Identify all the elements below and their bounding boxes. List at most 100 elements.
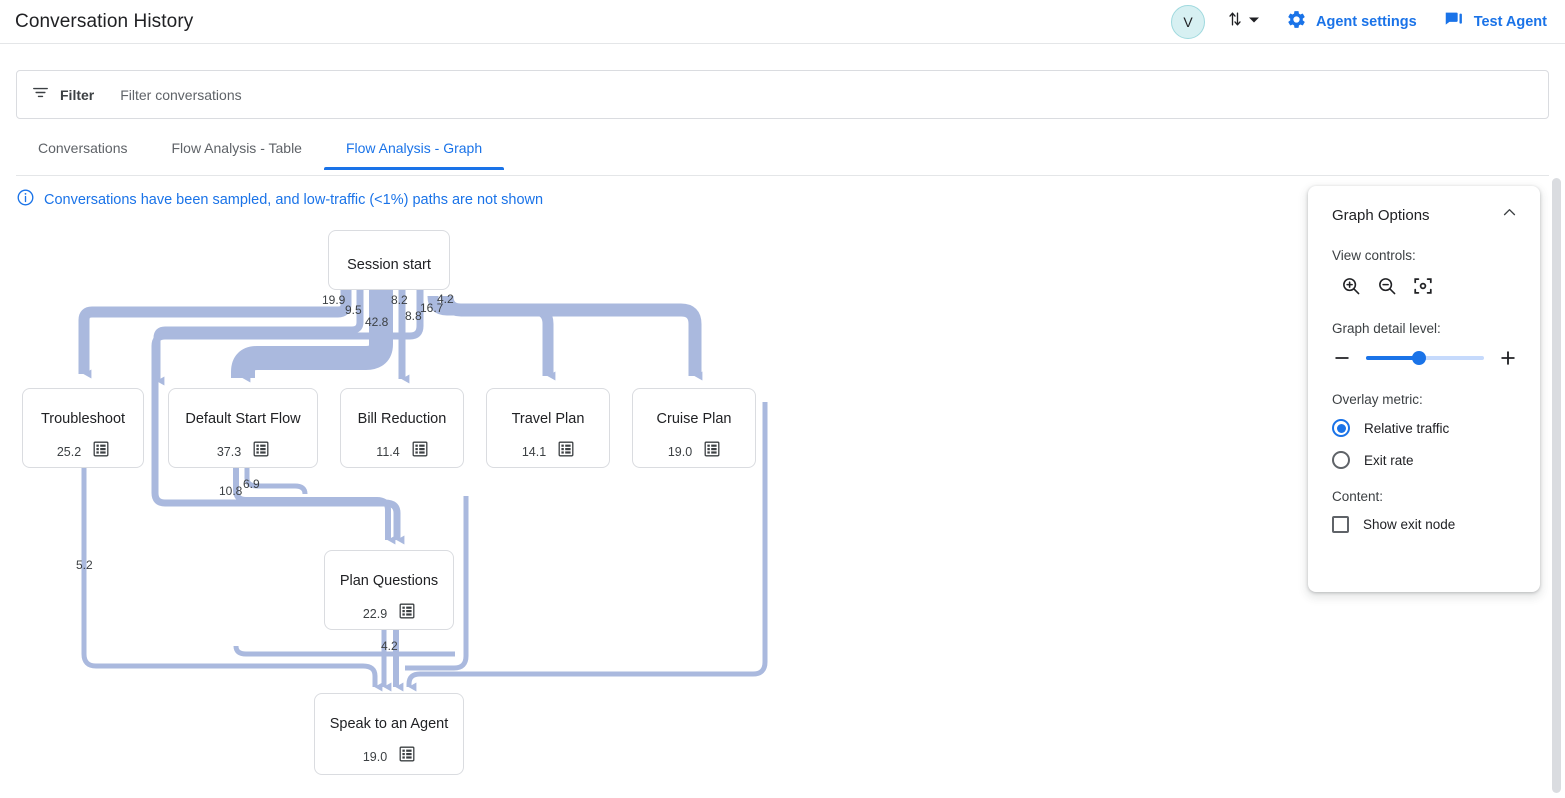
- list-table-icon[interactable]: [399, 603, 415, 624]
- list-table-icon[interactable]: [93, 441, 109, 462]
- node-label: Cruise Plan: [656, 411, 732, 427]
- radio-label: Exit rate: [1364, 452, 1414, 468]
- node-label: Travel Plan: [511, 411, 585, 427]
- list-table-icon[interactable]: [558, 441, 574, 462]
- graph-node-plan-questions[interactable]: Plan Questions 22.9: [324, 550, 454, 630]
- chat-bubble-icon: [1443, 9, 1465, 35]
- center-focus-icon[interactable]: [1412, 275, 1434, 297]
- view-controls-group: [1332, 275, 1518, 297]
- graph-node-troubleshoot[interactable]: Troubleshoot 25.2: [22, 388, 144, 468]
- node-value: 37.3: [216, 444, 242, 459]
- graph-options-title: Graph Options: [1332, 206, 1430, 224]
- graph-options-header[interactable]: Graph Options: [1332, 204, 1518, 226]
- node-value: 11.4: [376, 444, 400, 459]
- node-label: Bill Reduction: [357, 411, 447, 427]
- test-agent-button[interactable]: Test Agent: [1443, 9, 1547, 35]
- edge-label: 9.5: [345, 303, 362, 317]
- list-table-icon[interactable]: [253, 441, 269, 462]
- minus-icon[interactable]: [1332, 348, 1352, 368]
- graph-node-speak-to-an-agent[interactable]: Speak to an Agent 19.0: [314, 693, 464, 775]
- graph-node-session-start[interactable]: Session start: [328, 230, 450, 290]
- node-meta: 37.3: [217, 441, 269, 462]
- avatar-initial: V: [1183, 13, 1193, 30]
- node-meta: 19.0: [668, 441, 720, 462]
- edge-label: 16.7: [420, 301, 444, 315]
- radio-relative-traffic[interactable]: Relative traffic: [1332, 419, 1518, 437]
- node-value: 19.0: [362, 749, 388, 764]
- graph-detail-level-label: Graph detail level:: [1332, 321, 1441, 336]
- content-label: Content:: [1332, 489, 1384, 504]
- node-meta: 22.9: [363, 603, 415, 624]
- top-bar-actions: V Agent settings: [1170, 0, 1565, 43]
- node-value: 22.9: [362, 606, 388, 621]
- list-table-icon[interactable]: [399, 746, 415, 767]
- agent-settings-label: Agent settings: [1315, 13, 1417, 30]
- top-bar: Conversation History V Agent settings: [0, 0, 1565, 44]
- zoom-in-icon[interactable]: [1340, 275, 1362, 297]
- tab-flow-analysis-table[interactable]: Flow Analysis - Table: [171, 140, 302, 156]
- info-icon: [16, 188, 35, 211]
- list-table-icon[interactable]: [704, 441, 720, 462]
- graph-node-cruise-plan[interactable]: Cruise Plan 19.0: [632, 388, 756, 468]
- node-label: Session start: [347, 257, 431, 273]
- node-value: 14.1: [521, 444, 547, 459]
- slider-thumb[interactable]: [1412, 351, 1427, 365]
- tab-flow-analysis-graph[interactable]: Flow Analysis - Graph: [323, 132, 505, 170]
- checkbox-show-exit-node[interactable]: Show exit node: [1332, 516, 1518, 533]
- filter-bar[interactable]: Filter: [16, 70, 1549, 119]
- checkbox-icon[interactable]: [1332, 516, 1349, 533]
- tab-bar: Conversations Flow Analysis - Table Flow…: [16, 132, 1549, 176]
- overlay-metric-label: Overlay metric:: [1332, 392, 1423, 407]
- radio-label: Relative traffic: [1364, 420, 1450, 436]
- edge-label: 8.8: [405, 309, 422, 323]
- graph-detail-slider-row: [1332, 348, 1518, 368]
- plus-icon[interactable]: [1498, 348, 1518, 368]
- edge-label: 42.8: [365, 315, 389, 329]
- edge-label: 4.2: [437, 292, 454, 306]
- node-label: Troubleshoot: [40, 411, 126, 427]
- flow-edges: [78, 290, 768, 692]
- graph-detail-slider[interactable]: [1366, 351, 1484, 365]
- sort-arrows-icon: [1225, 9, 1245, 34]
- sampling-notice: Conversations have been sampled, and low…: [16, 188, 543, 211]
- node-meta: 11.4: [376, 441, 428, 462]
- filter-icon: [31, 83, 50, 107]
- graph-node-default-start-flow[interactable]: Default Start Flow 37.3: [168, 388, 318, 468]
- radio-exit-rate[interactable]: Exit rate: [1332, 451, 1518, 469]
- node-meta: 14.1: [522, 441, 574, 462]
- flow-graph-canvas[interactable]: Session start Troubleshoot 25.2 Default …: [0, 176, 1540, 798]
- zoom-out-icon[interactable]: [1376, 275, 1398, 297]
- radio-button-icon[interactable]: [1332, 451, 1350, 469]
- edge-label: 5.2: [76, 558, 93, 572]
- edge-label: 8.2: [391, 293, 408, 307]
- avatar[interactable]: V: [1170, 4, 1205, 39]
- node-value: 19.0: [667, 444, 693, 459]
- node-meta: 25.2: [57, 441, 109, 462]
- sampling-notice-text: Conversations have been sampled, and low…: [44, 191, 544, 208]
- list-table-icon[interactable]: [412, 441, 428, 462]
- vertical-scrollbar[interactable]: [1552, 178, 1561, 793]
- gear-icon: [1286, 9, 1307, 34]
- filter-label: Filter: [60, 86, 95, 103]
- node-value: 25.2: [56, 444, 82, 459]
- tab-conversations[interactable]: Conversations: [38, 140, 128, 156]
- node-meta: 19.0: [363, 746, 415, 767]
- graph-node-bill-reduction[interactable]: Bill Reduction 11.4: [340, 388, 464, 468]
- chevron-up-icon[interactable]: [1501, 204, 1518, 226]
- graph-options-panel: Graph Options View controls:: [1308, 186, 1540, 592]
- search-input[interactable]: [118, 85, 519, 104]
- test-agent-label: Test Agent: [1473, 13, 1547, 30]
- page-title: Conversation History: [15, 10, 194, 32]
- graph-node-travel-plan[interactable]: Travel Plan 14.1: [486, 388, 610, 468]
- node-label: Plan Questions: [339, 573, 439, 589]
- edge-label: 19.9: [322, 293, 346, 307]
- node-label: Default Start Flow: [185, 411, 301, 427]
- edge-label: 10.8: [219, 484, 243, 498]
- sort-control[interactable]: [1225, 9, 1260, 34]
- agent-settings-button[interactable]: Agent settings: [1286, 9, 1417, 34]
- radio-button-icon[interactable]: [1332, 419, 1350, 437]
- node-label: Speak to an Agent: [329, 716, 449, 732]
- chevron-down-icon: [1248, 13, 1260, 31]
- edge-label: 4.2: [381, 639, 398, 653]
- edge-label: 6.9: [243, 477, 260, 491]
